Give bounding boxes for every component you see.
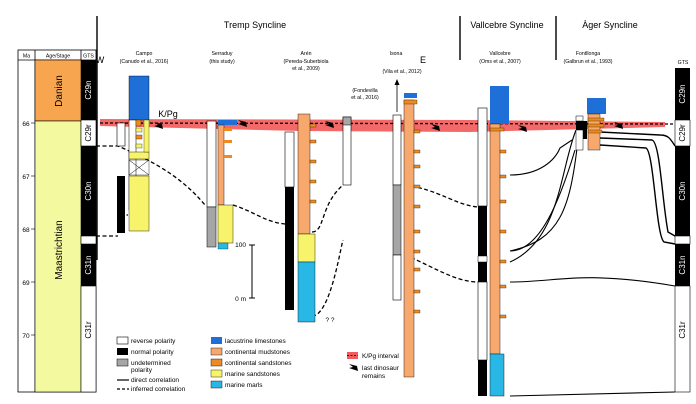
direction-west: W: [96, 55, 105, 65]
legend-label-dino-2: remains: [362, 373, 386, 380]
legend-swatch-undetermined: [116, 358, 129, 367]
scale-bottom-label: 0 m: [235, 296, 246, 303]
section-ref-aren-1: (Pereda-Suberbiola: [284, 59, 329, 65]
ma-tick-70: 70: [22, 333, 30, 340]
chron-label-c29r-left: C29r: [84, 124, 93, 142]
legend-label-mudstones: continental mudstones: [225, 349, 291, 356]
header-age-stage: Age/Stage: [46, 54, 70, 60]
legend: reverse polarity normal polarity undeter…: [116, 336, 400, 393]
chron-c31n-left: [81, 244, 96, 286]
legend-swatch-marine-sandstones: [210, 369, 223, 378]
header: Tremp Syncline Vallcebre Syncline Àger S…: [96, 16, 638, 260]
section-ref-isona: (Vila et al., 2012): [382, 69, 421, 75]
legend-label-direct: direct correlation: [131, 377, 179, 384]
scale-top-label: 100: [235, 242, 246, 249]
right-timescale: GTS C29n C29r C30n C31n C31r: [674, 60, 691, 393]
stage-maastrichtian-fill: [34, 120, 82, 393]
ma-ticks: 66 67 68 69 70: [22, 121, 35, 340]
legend-label-normal: normal polarity: [131, 349, 174, 356]
legend-swatch-limestones: [211, 337, 222, 344]
legend-swatch-normal: [117, 348, 128, 355]
chron-c31n-right: [675, 244, 690, 286]
chron-c31r-left: [80, 285, 97, 393]
kpg-label: K/Pg: [158, 109, 178, 119]
legend-swatch-mudstones: [210, 347, 223, 356]
section-name-serraduy: Serraduy: [211, 51, 232, 57]
chron-label-c29r-right: C29r: [678, 124, 687, 142]
legend-label-kpg: K/Pg interval: [362, 353, 399, 360]
panel-title-vallcebre: Vallcebre Syncline: [470, 20, 543, 30]
dino-marker-aren: [325, 121, 334, 128]
section-name-campo: Campo: [136, 51, 153, 57]
left-timescale: Ma Age/Stage GTS Danian Maastrichtian C2…: [17, 49, 97, 393]
section-serraduy: Serraduy (this study): [206, 51, 237, 250]
ma-tick-68: 68: [22, 227, 30, 234]
dino-marker-serraduy: [238, 120, 247, 127]
legend-label-undetermined-2: polarity: [131, 367, 153, 374]
chron-c29n-right: [675, 68, 690, 120]
fondevilla-ref-2: et al., 2016): [351, 95, 379, 101]
chron-label-c29n-right: C29n: [678, 84, 687, 103]
legend-label-dino: last dinosaur: [362, 365, 400, 372]
chron-label-c29n-left: C29n: [84, 80, 93, 99]
ma-tick-69: 69: [22, 280, 30, 287]
section-ref-serraduy: (this study): [209, 59, 235, 65]
legend-swatch-marls: [210, 380, 223, 389]
right-gts-header: GTS: [678, 60, 689, 66]
ma-tick-66: 66: [22, 121, 30, 128]
legend-label-limestones: lacustrine limestones: [225, 338, 286, 345]
chron-c30n-left: [81, 146, 96, 236]
chron-label-c31n-left: C31n: [84, 255, 93, 274]
section-ref-fontllonga: (Galbrun et al., 1993): [563, 59, 612, 65]
chron-c30n-right: [675, 146, 690, 236]
fondevilla-ref-1: (Fondevilla: [352, 88, 377, 94]
section-vallcebre: Vallcebre (Oms et al., 2007): [477, 51, 521, 397]
legend-swatch-reverse: [116, 336, 129, 345]
stage-danian-label: Danian: [54, 75, 65, 107]
panel-title-ager: Àger Syncline: [582, 20, 638, 30]
section-aren: Arén (Pereda-Suberbiola et al., 2009) 10…: [235, 51, 335, 324]
dino-marker-fontllonga: [614, 122, 623, 129]
dinosaur-markers: [154, 120, 623, 132]
legend-label-sandstones: continental sandstones: [225, 360, 292, 367]
stage-maastrichtian-label: Maastrichtian: [54, 220, 65, 279]
legend-label-marls: marine marls: [225, 382, 263, 389]
section-campo: Campo (Canudo et al., 2016): [116, 51, 169, 233]
chron-label-c31r-left: C31r: [84, 321, 93, 339]
question-marks: ? ?: [325, 317, 334, 324]
section-name-fontllonga: Fontllonga: [576, 51, 600, 57]
section-isona: Isona (Vila et al., 2012) (Fondevilla et…: [342, 51, 422, 378]
dino-marker-vallcebre: [518, 125, 527, 132]
legend-dino-icon: [349, 364, 358, 371]
legend-swatch-sandstones: [210, 358, 223, 367]
chron-label-c31r-right: C31r: [678, 321, 687, 339]
direction-east: E: [420, 55, 426, 65]
ma-tick-67: 67: [22, 174, 30, 181]
section-ref-campo: (Canudo et al., 2016): [120, 59, 169, 65]
chron-c29n-left: [81, 60, 96, 120]
chron-c31r-right: [674, 285, 691, 393]
section-ref-aren-2: et al., 2009): [292, 66, 320, 72]
panel-title-tremp: Tremp Syncline: [224, 20, 286, 30]
dino-marker-isona: [431, 124, 440, 131]
section-fontllonga: Fontllonga (Galbrun et al., 1993): [563, 51, 613, 151]
legend-label-reverse: reverse polarity: [131, 338, 176, 345]
section-name-vallcebre: Vallcebre: [489, 51, 510, 57]
chron-label-c30n-left: C30n: [84, 181, 93, 200]
legend-label-undetermined: undetermined: [131, 360, 171, 367]
legend-label-inferred: inferred correlation: [131, 386, 186, 393]
header-gts: GTS: [83, 54, 94, 60]
header-ma: Ma: [23, 54, 30, 60]
dino-marker-campo: [154, 122, 163, 129]
section-name-aren: Arén: [301, 51, 312, 57]
chron-label-c30n-right: C30n: [678, 181, 687, 200]
section-name-isona: Isona: [390, 51, 403, 57]
section-ref-vallcebre: (Oms et al., 2007): [479, 59, 521, 65]
chron-label-c31n-right: C31n: [678, 255, 687, 274]
legend-label-marine-sandstones: marine sandstones: [225, 371, 281, 378]
